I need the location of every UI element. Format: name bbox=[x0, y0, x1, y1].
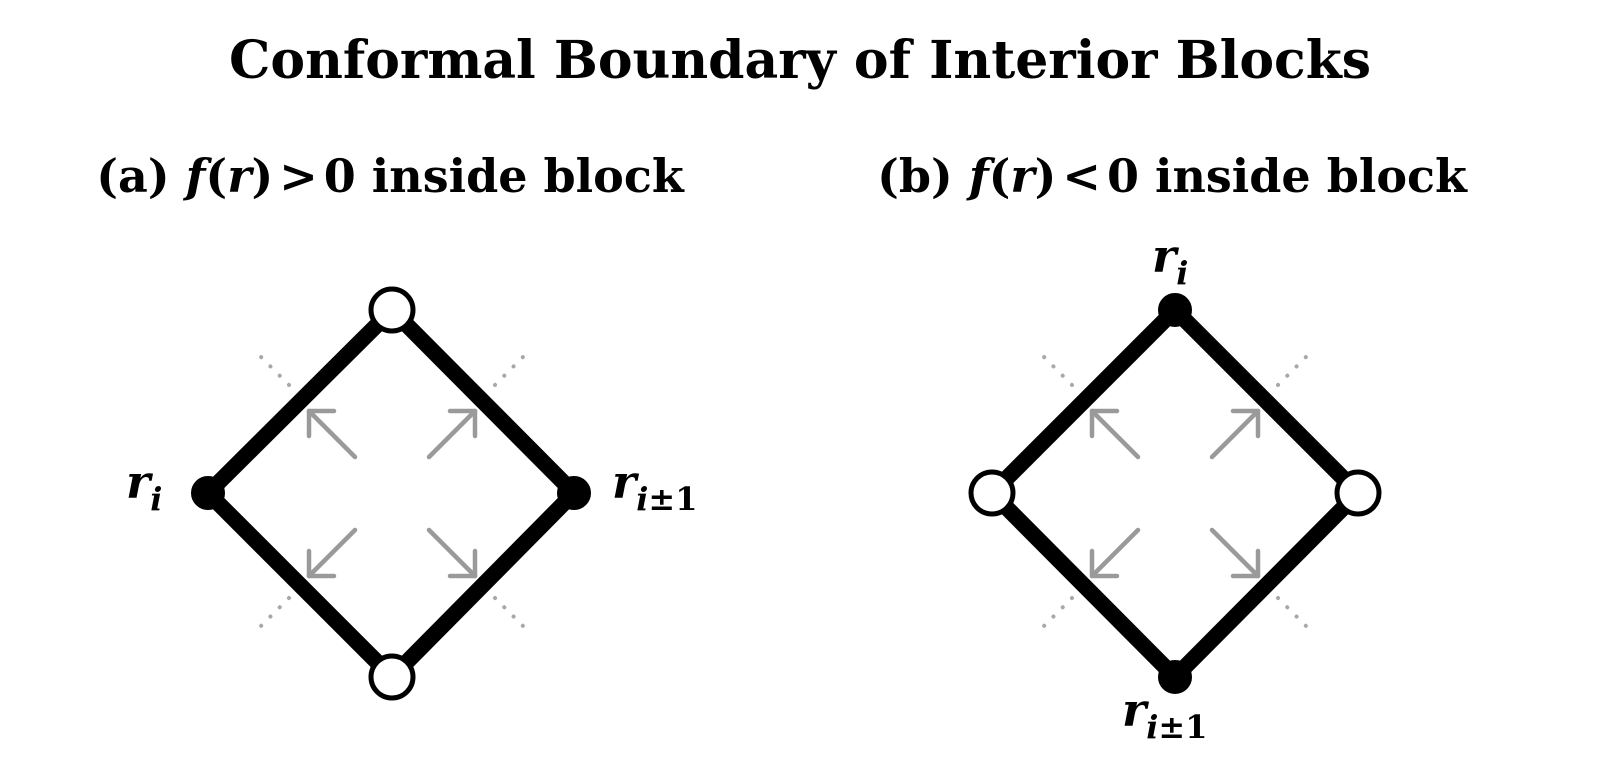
filled-node-right bbox=[557, 476, 591, 510]
arrow-upper-left bbox=[1089, 408, 1141, 460]
dotted-ray-lower-left bbox=[1033, 596, 1074, 637]
arrow-lower-right bbox=[426, 527, 478, 579]
filled-node-left bbox=[191, 476, 225, 510]
dotted-ray-upper-left bbox=[250, 346, 291, 387]
figure-title: Conformal Boundary of Interior Blocks bbox=[229, 30, 1371, 91]
arrow-lower-right bbox=[1209, 527, 1261, 579]
node-label-bottom: ri±1 bbox=[1122, 683, 1207, 746]
dotted-ray-upper-right bbox=[493, 346, 534, 387]
open-node-top bbox=[368, 286, 416, 334]
dotted-ray-upper-right bbox=[1276, 346, 1317, 387]
node-label-left: ri bbox=[126, 455, 162, 518]
open-node-left bbox=[968, 469, 1016, 517]
arrow-upper-left bbox=[306, 408, 358, 460]
arrow-upper-right bbox=[426, 408, 478, 460]
arrow-lower-left bbox=[1089, 527, 1141, 579]
panel-b: (b) f(r)<0 inside block bbox=[877, 149, 1468, 746]
arrow-lower-left bbox=[306, 527, 358, 579]
dotted-ray-upper-left bbox=[1033, 346, 1074, 387]
filled-node-bottom bbox=[1158, 660, 1192, 694]
node-label-right: ri±1 bbox=[612, 455, 697, 518]
dotted-ray-lower-left bbox=[250, 596, 291, 637]
panel-a: (a) f(r)>0 inside block bbox=[96, 149, 697, 701]
panel-a-caption: (a) f(r)>0 inside block bbox=[96, 149, 685, 203]
filled-node-top bbox=[1158, 293, 1192, 327]
panel-b-caption: (b) f(r)<0 inside block bbox=[877, 149, 1468, 203]
block-diamond-b bbox=[984, 302, 1366, 685]
dotted-ray-lower-right bbox=[493, 596, 534, 637]
block-diamond-a bbox=[200, 302, 582, 685]
dotted-ray-lower-right bbox=[1276, 596, 1317, 637]
node-label-top: ri bbox=[1152, 229, 1188, 292]
open-node-right bbox=[1334, 469, 1382, 517]
arrow-upper-right bbox=[1209, 408, 1261, 460]
open-node-bottom bbox=[368, 653, 416, 701]
